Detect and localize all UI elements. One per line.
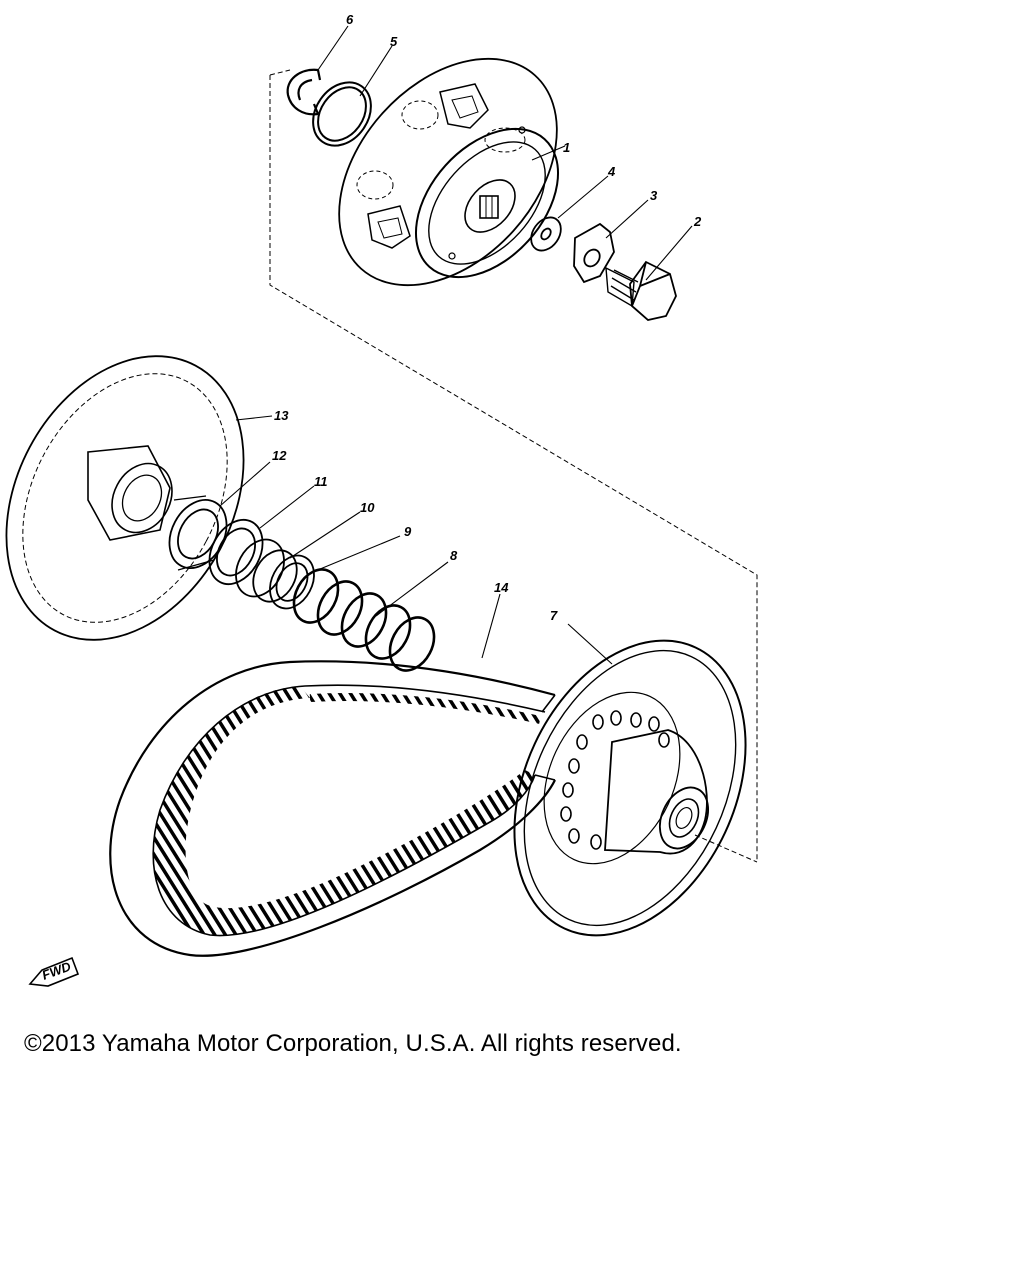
callout-labels: 1 2 3 4 5 6 7 8 9 10 11 12 13 14 FWD: [40, 12, 702, 983]
part-1-primary-sheave: [338, 57, 560, 287]
exploded-parts-diagram: 1 2 3 4 5 6 7 8 9 10 11 12 13 14 FWD: [5, 12, 758, 987]
part-7-secondary-sheave: [513, 639, 747, 937]
callout-4: 4: [607, 164, 616, 179]
callout-6: 6: [346, 12, 354, 27]
callout-9: 9: [404, 524, 412, 539]
part-2-bolt: [605, 260, 677, 321]
part-9-spring-seat: [269, 554, 315, 610]
callout-1: 1: [563, 140, 570, 155]
callout-12: 12: [272, 448, 287, 463]
assembly-reference-lines: [269, 69, 758, 863]
callout-3: 3: [650, 188, 658, 203]
fwd-direction-marker: [28, 956, 80, 987]
part-14-v-belt: [109, 660, 556, 957]
callout-13: 13: [274, 408, 289, 423]
part-5-ring: [312, 81, 372, 147]
fwd-label: FWD: [40, 958, 74, 982]
callout-10: 10: [360, 500, 375, 515]
part-13-sliding-sheave: [5, 355, 245, 641]
callout-2: 2: [693, 214, 702, 229]
part-11-spacer: [208, 519, 264, 585]
part-3-lock-washer: [573, 222, 615, 284]
callout-leader-lines: [219, 25, 693, 665]
part-4-washer: [530, 216, 562, 252]
part-10-collar: [235, 538, 298, 603]
callout-5: 5: [390, 34, 398, 49]
callout-14: 14: [494, 580, 509, 595]
sheave-bolt-holes: [560, 710, 670, 850]
copyright-notice: ©2013 Yamaha Motor Corporation, U.S.A. A…: [24, 1030, 682, 1057]
callout-11: 11: [314, 474, 328, 489]
part-8-spring: [292, 568, 436, 672]
callout-7: 7: [550, 608, 558, 623]
callout-8: 8: [450, 548, 458, 563]
